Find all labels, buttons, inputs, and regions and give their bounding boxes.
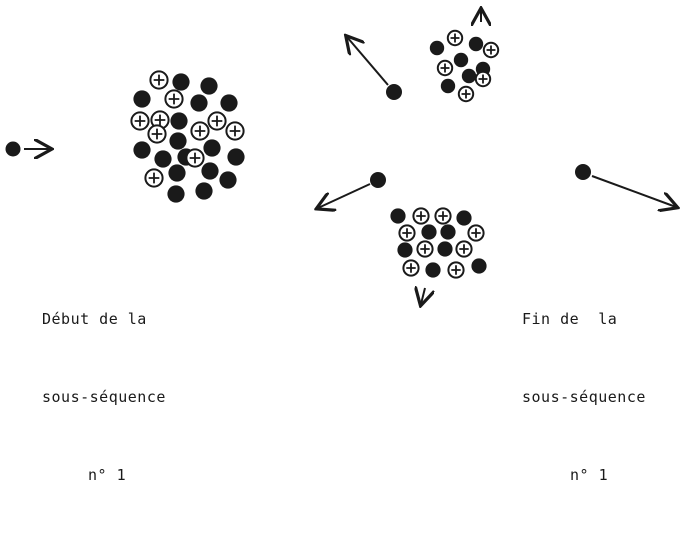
filled-circle-icon xyxy=(227,148,245,166)
arrow-icon xyxy=(347,37,389,86)
circled-plus-icon xyxy=(416,240,434,258)
circled-plus-icon xyxy=(402,259,420,277)
ejected-particle-right xyxy=(575,164,676,207)
diagram-stage: Début de la sous-séquence n° 1 Fin de la… xyxy=(5,0,680,484)
filled-circle-icon xyxy=(220,94,238,112)
filled-circle-icon xyxy=(437,241,453,257)
filled-circle-icon xyxy=(172,73,190,91)
circled-plus-icon xyxy=(130,111,150,131)
caption-end-subsequence: Fin de la sous-séquence n° 1 xyxy=(522,254,646,540)
filled-circle-icon xyxy=(386,84,402,100)
target-nucleus-before xyxy=(130,70,245,203)
circled-plus-icon xyxy=(482,41,500,59)
caption-line: Début de la xyxy=(42,310,147,328)
filled-circle-icon xyxy=(167,185,185,203)
filled-circle-icon xyxy=(471,258,487,274)
filled-circle-icon xyxy=(201,162,219,180)
filled-circle-icon xyxy=(440,78,456,94)
filled-circle-icon xyxy=(397,242,413,258)
caption-line: Fin de la xyxy=(522,310,618,328)
filled-circle-icon xyxy=(133,141,151,159)
circled-plus-icon xyxy=(207,111,227,131)
filled-circle-icon xyxy=(575,164,591,180)
filled-circle-icon xyxy=(219,171,237,189)
circled-plus-icon xyxy=(447,261,465,279)
caption-start-subsequence: Début de la sous-séquence n° 1 xyxy=(42,254,166,540)
filled-circle-icon xyxy=(440,224,456,240)
filled-circle-icon xyxy=(456,210,472,226)
filled-circle-icon xyxy=(169,132,187,150)
circled-plus-icon xyxy=(164,89,184,109)
filled-circle-icon xyxy=(154,150,172,168)
circled-plus-icon xyxy=(398,224,416,242)
circled-plus-icon xyxy=(457,85,475,103)
circled-plus-icon xyxy=(149,70,169,90)
nuclear-fragment-lower xyxy=(390,207,487,304)
filled-circle-icon xyxy=(425,262,441,278)
filled-circle-icon xyxy=(453,52,469,68)
filled-circle-icon xyxy=(190,94,208,112)
filled-circle-icon xyxy=(133,90,151,108)
caption-line: n° 1 xyxy=(88,466,127,484)
filled-circle-icon xyxy=(461,68,477,84)
filled-circle-icon xyxy=(468,36,484,52)
nuclear-fragment-upper xyxy=(429,10,500,103)
arrow-icon xyxy=(591,175,676,207)
circled-plus-icon xyxy=(467,224,485,242)
circled-plus-icon xyxy=(434,207,452,225)
ejected-particle-upper-left xyxy=(347,37,402,100)
circled-plus-icon xyxy=(446,29,464,47)
filled-circle-icon xyxy=(429,40,445,56)
nuclear-collision-diagram xyxy=(5,0,680,325)
filled-circle-icon xyxy=(203,139,221,157)
filled-circle-icon xyxy=(5,141,21,157)
circled-plus-icon xyxy=(412,207,430,225)
filled-circle-icon xyxy=(195,182,213,200)
arrow-icon xyxy=(318,183,371,208)
circled-plus-icon xyxy=(474,70,492,88)
ejected-particle-lower-left xyxy=(318,172,386,208)
caption-line: n° 1 xyxy=(570,466,609,484)
circled-plus-icon xyxy=(147,124,167,144)
circled-plus-icon xyxy=(455,240,473,258)
arrow-down-icon xyxy=(421,288,425,304)
circled-plus-icon xyxy=(144,168,164,188)
incoming-particle xyxy=(5,141,51,157)
circled-plus-icon xyxy=(436,59,454,77)
filled-circle-icon xyxy=(170,112,188,130)
filled-circle-icon xyxy=(421,224,437,240)
caption-line: sous-séquence xyxy=(42,388,166,406)
filled-circle-icon xyxy=(370,172,386,188)
circled-plus-icon xyxy=(225,121,245,141)
circled-plus-icon xyxy=(190,121,210,141)
caption-line: sous-séquence xyxy=(522,388,646,406)
filled-circle-icon xyxy=(390,208,406,224)
filled-circle-icon xyxy=(200,77,218,95)
circled-plus-icon xyxy=(185,148,205,168)
filled-circle-icon xyxy=(168,164,186,182)
